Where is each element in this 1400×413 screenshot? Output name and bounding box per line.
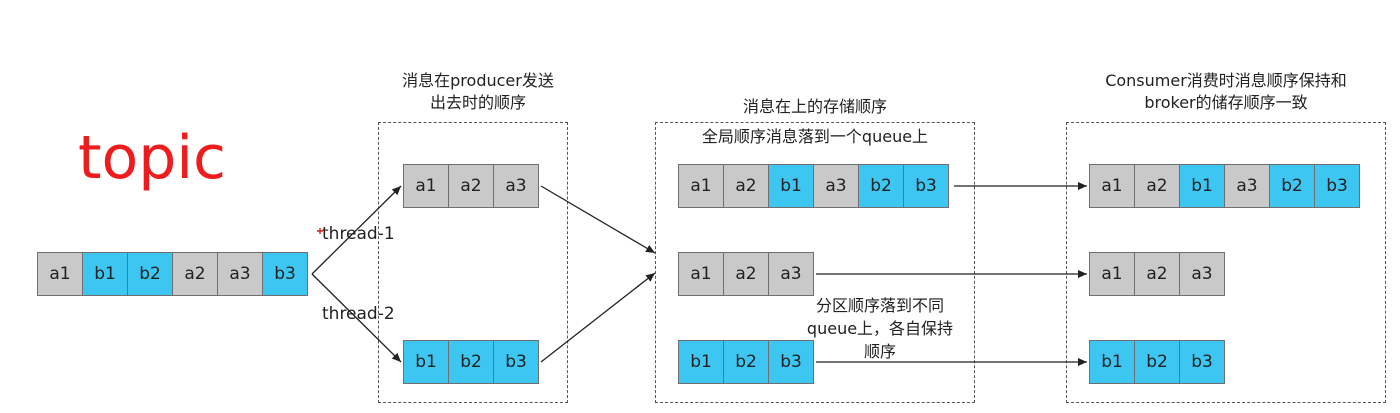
source-sequence-cell-b3: b3 xyxy=(262,252,308,296)
storage-panel xyxy=(655,122,975,403)
consumer-panel xyxy=(1066,122,1386,403)
storage-note-line1: 分区顺序落到不同 xyxy=(815,296,944,315)
consumer-global-queue-cell-a1: a1 xyxy=(1089,164,1135,208)
storage-global-queue-cell-b2: b2 xyxy=(858,164,904,208)
consumer-partition-a-cell-a1: a1 xyxy=(1089,252,1135,296)
consumer-panel-title-line1: Consumer消费时消息顺序保持和 xyxy=(1105,71,1347,90)
arrow-source-to-thread2 xyxy=(311,273,402,363)
storage-partition-b-cell-b3: b3 xyxy=(768,340,814,384)
consumer-global-queue-cell-a2: a2 xyxy=(1134,164,1180,208)
arrow-thread2-to-storage xyxy=(540,272,656,363)
source-sequence-cell-b2: b2 xyxy=(127,252,173,296)
consumer-partition-b-cell-b3: b3 xyxy=(1179,340,1225,384)
thread-1-label: thread-1 xyxy=(322,224,395,244)
consumer-panel-title-line2: broker的储存顺序一致 xyxy=(1144,93,1308,112)
storage-partition-a-cell-a3: a3 xyxy=(768,252,814,296)
consumer-global-queue-cell-b3: b3 xyxy=(1314,164,1360,208)
consumer-partition-a-cell-a3: a3 xyxy=(1179,252,1225,296)
storage-note-line2: queue上，各自保持 xyxy=(806,319,954,338)
red-plus-mark xyxy=(317,228,323,234)
arrow-source-to-thread1 xyxy=(311,185,402,275)
storage-panel-title: 消息在上的存储顺序 xyxy=(742,97,887,116)
producer-panel xyxy=(378,122,568,403)
topic-title: topic xyxy=(78,123,226,193)
storage-global-queue-cell-b3: b3 xyxy=(903,164,949,208)
producer-thread2-queue-cell-b1: b1 xyxy=(403,340,449,384)
thread-2-label: thread-2 xyxy=(322,304,395,324)
storage-partition-b-cell-b1: b1 xyxy=(678,340,724,384)
storage-partition-a-cell-a1: a1 xyxy=(678,252,724,296)
storage-panel-subtitle: 全局顺序消息落到一个queue上 xyxy=(701,127,929,146)
storage-note-line3: 顺序 xyxy=(863,342,896,361)
storage-global-queue-cell-a2: a2 xyxy=(723,164,769,208)
producer-thread2-queue-cell-b3: b3 xyxy=(493,340,539,384)
consumer-global-queue-cell-b1: b1 xyxy=(1179,164,1225,208)
arrow-thread1-to-storage xyxy=(540,185,656,254)
source-sequence-cell-a1: a1 xyxy=(37,252,83,296)
storage-global-queue-cell-a1: a1 xyxy=(678,164,724,208)
producer-panel-title-line2: 出去时的顺序 xyxy=(429,93,526,112)
consumer-partition-b-cell-b2: b2 xyxy=(1134,340,1180,384)
storage-global-queue-cell-a3: a3 xyxy=(813,164,859,208)
producer-thread1-queue-cell-a3: a3 xyxy=(493,164,539,208)
producer-thread1-queue-cell-a2: a2 xyxy=(448,164,494,208)
producer-panel-title-line1: 消息在producer发送 xyxy=(402,71,554,90)
storage-partition-a-cell-a2: a2 xyxy=(723,252,769,296)
consumer-partition-b-cell-b1: b1 xyxy=(1089,340,1135,384)
storage-partition-b-cell-b2: b2 xyxy=(723,340,769,384)
